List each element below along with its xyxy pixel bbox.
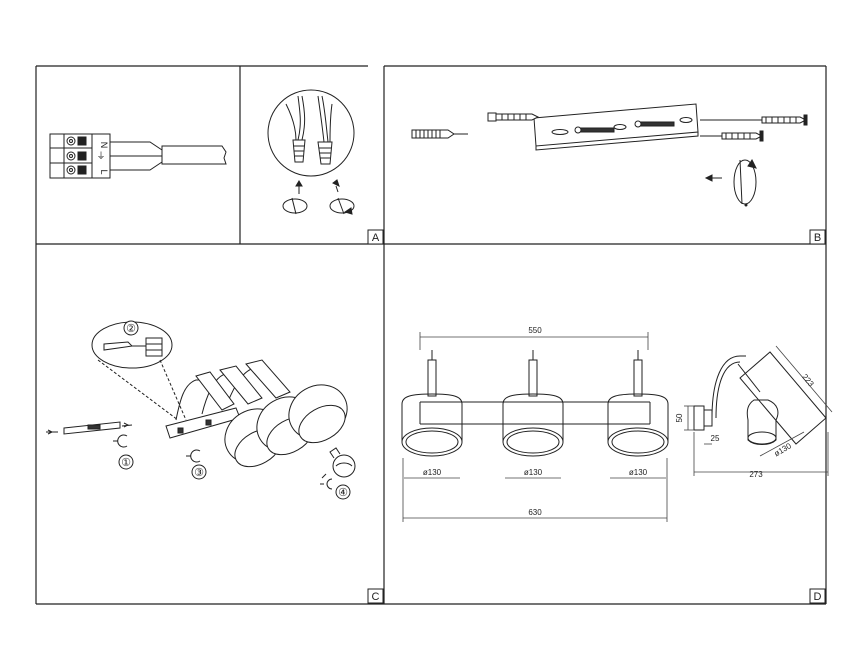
tighten-arrow-icon [704,159,757,207]
dim-base-depth: 25 [711,434,720,443]
screws [574,114,808,142]
wire-connector-detail [267,89,355,177]
dim-side-shade: ø130 [773,441,794,458]
panel-label-c: C [367,588,384,604]
detail-callout [91,320,187,421]
dim-rod-length: 550 [528,326,542,335]
svg-text:A: A [372,232,380,244]
wall-plug-top [487,112,540,122]
step-4-label: ④ [338,487,348,499]
svg-text:⏚: ⏚ [96,151,105,161]
panel-label-d: D [809,588,826,604]
svg-text:C: C [372,591,380,603]
side-dimension-lines [684,345,833,476]
panel-label-b: B [809,229,826,245]
panel-label-a: A [367,229,384,245]
dim-shade-1: ø130 [423,468,442,477]
dim-base-height: 50 [675,413,684,422]
dim-shade-2: ø130 [524,468,543,477]
bracket-step-1 [46,421,133,435]
dim-shade-3: ø130 [629,468,648,477]
mounting-bracket [533,103,699,151]
tighten-symbol-4 [320,473,333,490]
step-2-label: ② [126,323,136,335]
dim-total-length: 630 [528,508,542,517]
step-3-label: ③ [194,467,204,479]
step-1-label: ① [121,457,131,469]
light-bulb [329,447,356,478]
panel-frame [35,65,827,605]
dim-side-height: 223 [800,372,816,388]
rotate-arrows [282,179,355,215]
svg-text:D: D [814,591,822,603]
terminal-marks: N ⏚ L [96,142,109,175]
front-view [401,350,669,457]
step-3-circle [191,464,207,480]
step-1-circle [118,454,134,470]
fixture-assembly [165,359,348,468]
side-view [693,351,827,445]
wall-plug-left [411,129,468,139]
dimension-lines [402,332,668,522]
tighten-symbol-1 [113,434,128,448]
svg-text:L: L [99,169,109,174]
step-4-circle [335,484,351,500]
dim-side-depth: 273 [749,470,763,479]
power-cable [110,141,227,171]
svg-text:B: B [814,232,821,244]
tighten-symbol-3 [186,449,201,463]
svg-text:N: N [99,142,109,149]
